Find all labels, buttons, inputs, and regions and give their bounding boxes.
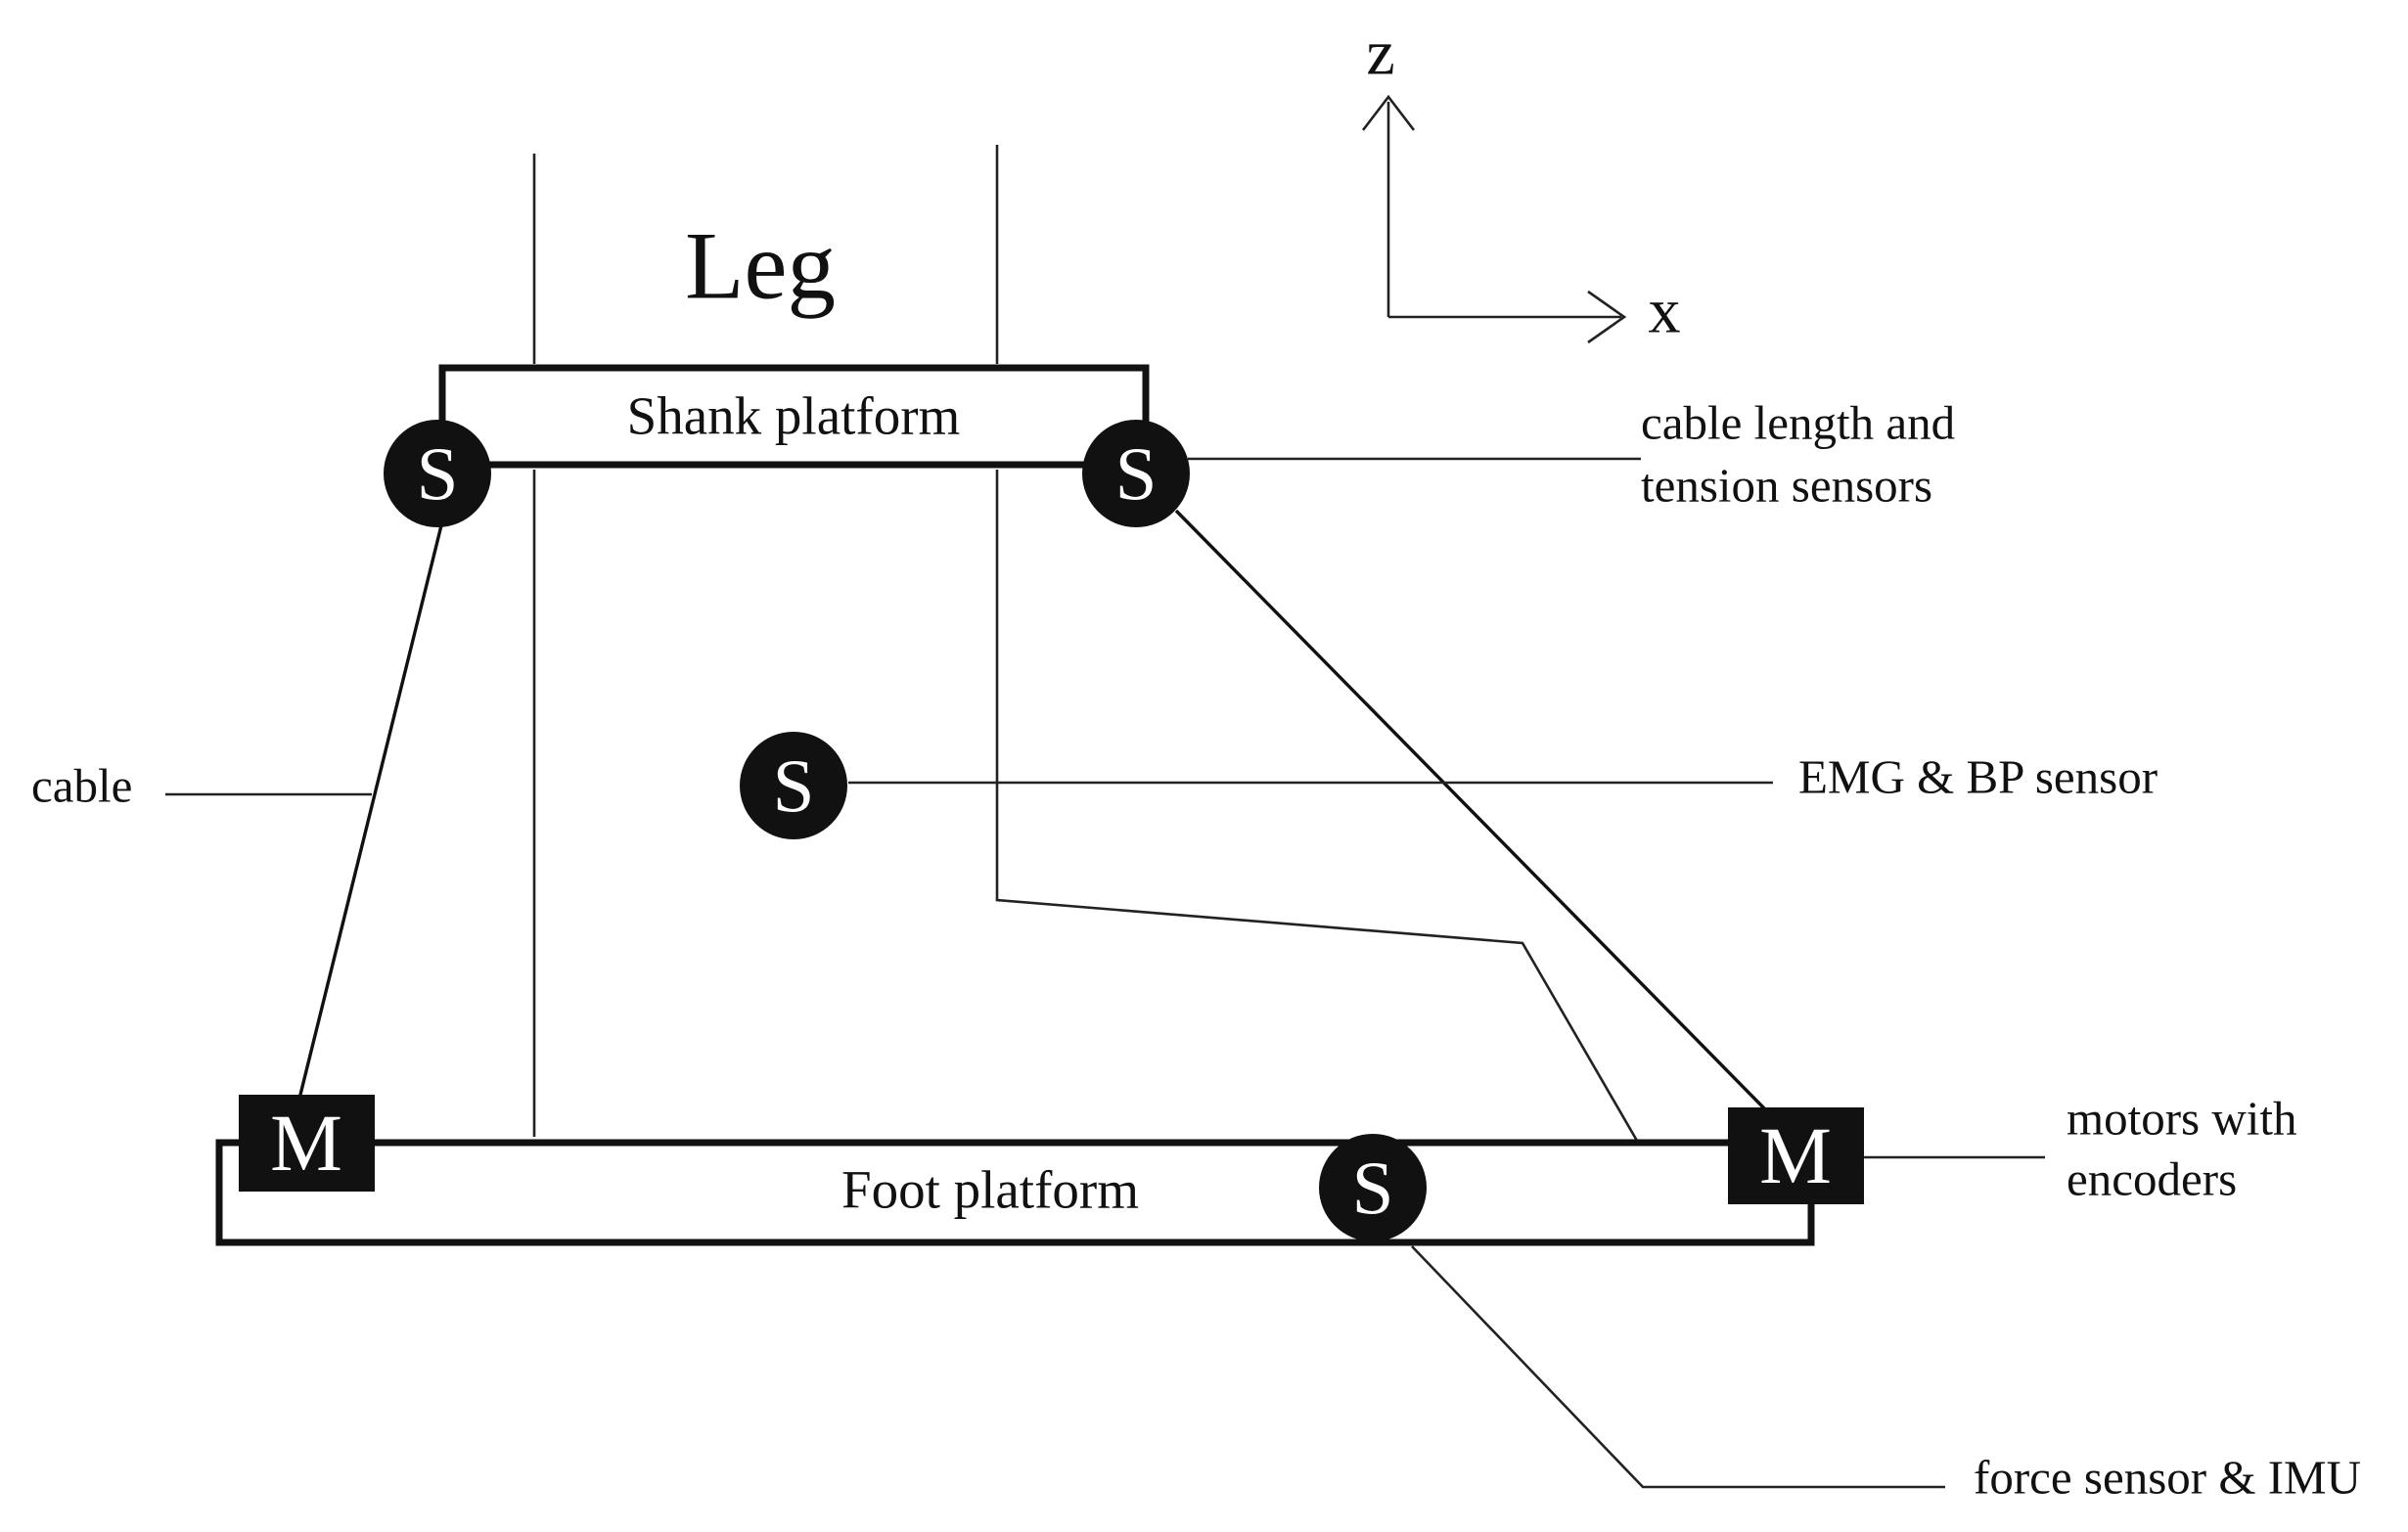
cable-sensors-label-line2: tension sensors [1641,459,1932,513]
cable-sensors-label-line1: cable length and [1641,396,1955,450]
sensor-letter: S [1352,1146,1394,1230]
sensor-letter: S [1115,431,1158,516]
motor-right: M [1728,1107,1864,1204]
leader-force-sensor [1411,1245,1945,1489]
force-sensor-label: force sensor & IMU [1974,1451,2361,1505]
cable-left [297,513,446,1100]
motor-box [239,1095,375,1192]
leg-label: Leg [685,213,836,320]
shank-platform-label: Shank platform [627,386,961,446]
cable-label: cable [31,759,132,813]
motor-box [1728,1107,1864,1204]
z-axis-arrowhead [1361,94,1416,131]
cable-right [1174,509,1769,1113]
sensor-shank-right: S [1082,420,1190,527]
motor-letter: M [1759,1110,1832,1200]
emg-sensor-label: EMG & BP sensor [1798,750,2158,804]
foot-platform-label: Foot platform [841,1160,1139,1220]
leg-right-line-lower [995,470,1639,1142]
motors-label-line2: encoders [2067,1152,2237,1206]
sensor-circle [740,732,847,839]
x-axis-label: x [1649,276,1681,347]
sensor-foot: S [1319,1134,1427,1241]
sensor-circle [384,420,491,527]
x-axis-arrowhead [1587,290,1627,344]
sensor-letter: S [773,743,815,828]
motor-letter: M [270,1098,342,1188]
sensor-circle [1082,420,1190,527]
foot-platform [215,1139,1815,1246]
coordinate-axes: z x [1361,18,1681,347]
shank-platform [438,364,1150,469]
motors-label-line1: motors with [2067,1092,2296,1146]
motor-left: M [239,1095,375,1192]
sensor-shank-left: S [384,420,491,527]
sensor-circle [1319,1134,1427,1241]
sensor-letter: S [417,431,459,516]
z-axis-label: z [1366,18,1394,89]
sensor-emg: S [740,732,847,839]
